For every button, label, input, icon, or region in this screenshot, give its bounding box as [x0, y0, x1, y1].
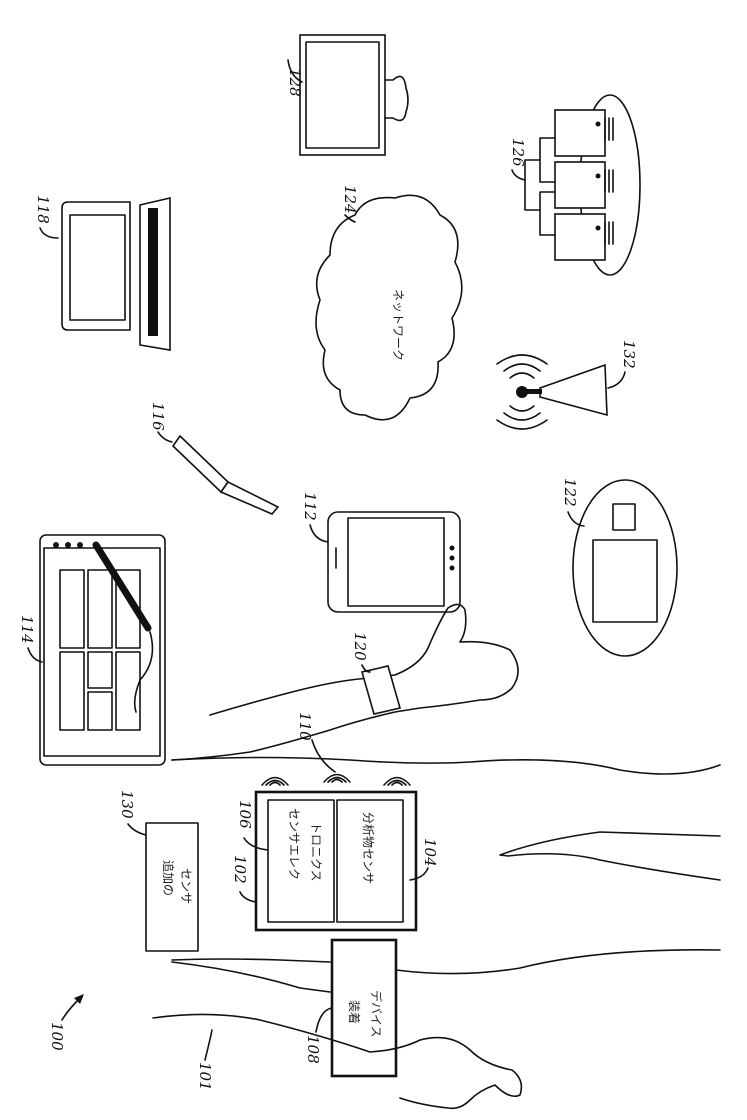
attachment-label-1: 装着 [347, 1000, 362, 1024]
ref-116: 116 [149, 402, 167, 431]
ref-126: 126 [509, 138, 527, 167]
smartphone [327, 511, 461, 613]
monitor [299, 34, 409, 156]
ref-120: 120 [351, 632, 369, 661]
ref-128: 128 [286, 68, 304, 97]
ref-110: 110 [296, 712, 314, 741]
ref-130: 130 [118, 790, 136, 819]
additional-sensor-label-2: センサ [179, 868, 193, 904]
attachment-label-2: デバイス [369, 990, 384, 1038]
sensor-device [254, 790, 418, 932]
laptop [61, 196, 171, 351]
user-arm [152, 756, 721, 1110]
analyte-sensor-label: 分析物センサ [361, 812, 375, 884]
ref-118: 118 [34, 195, 52, 224]
attachment-device [330, 938, 398, 1078]
additional-sensor-label-1: 追加の [161, 860, 176, 896]
wireless-access-point [496, 354, 608, 430]
ref-122: 122 [561, 478, 579, 507]
ref-104: 104 [421, 838, 439, 867]
pen-injector [171, 434, 280, 515]
ref-108: 108 [304, 1035, 322, 1064]
sensor-electronics-label-1: センサエレク [287, 808, 301, 880]
network-cloud [315, 194, 463, 421]
medical-device [572, 479, 678, 657]
wireless-signal [261, 773, 411, 786]
server-system [524, 94, 641, 276]
ref-132: 132 [620, 340, 638, 369]
arm-with-band [171, 603, 519, 761]
ref-100: 100 [48, 1022, 66, 1051]
ref-124: 124 [341, 185, 359, 214]
ref-112: 112 [301, 492, 319, 521]
ref-102: 102 [231, 855, 249, 884]
sensor-electronics-label-2: トロニクス [309, 822, 323, 882]
additional-sensor [145, 822, 199, 952]
ref-114: 114 [18, 615, 36, 644]
tablet [39, 534, 166, 766]
network-label: ネットワーク [391, 289, 405, 361]
ref-106: 106 [236, 800, 254, 829]
arrow-head-icon [74, 994, 84, 1004]
ref-101: 101 [196, 1062, 214, 1091]
